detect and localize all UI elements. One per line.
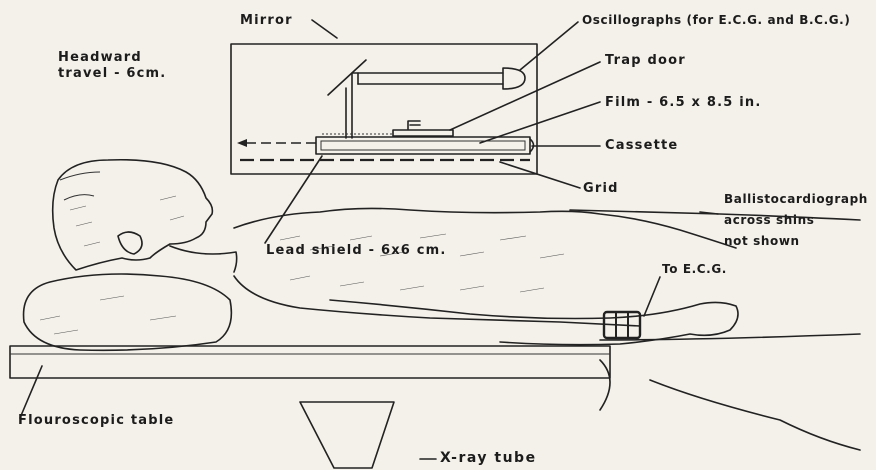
leader-lines <box>20 20 718 459</box>
trap-door-shape <box>393 130 453 136</box>
label-cassette: Cassette <box>605 138 678 153</box>
label-ballisto-line2: across shins <box>724 213 815 228</box>
label-headward-line1: Headward <box>58 50 142 65</box>
label-ballisto-line1: Ballistocardiograph <box>724 192 868 207</box>
pillow <box>24 274 232 350</box>
apparatus-box <box>231 44 537 174</box>
label-fluoroscopic-table: Flouroscopic table <box>18 413 174 428</box>
label-headward-line2: travel - 6cm. <box>58 66 166 81</box>
label-oscillographs: Oscillographs (for E.C.G. and B.C.G.) <box>582 13 850 28</box>
label-trap-door: Trap door <box>605 53 686 68</box>
label-mirror: Mirror <box>240 13 293 28</box>
patient-arm <box>330 300 738 345</box>
label-grid: Grid <box>583 181 619 196</box>
label-film: Film - 6.5 x 8.5 in. <box>605 95 761 110</box>
label-lead-shield: Lead shield - 6x6 cm. <box>266 243 447 258</box>
oscillograph-shape <box>503 68 525 89</box>
xray-tube-shape <box>300 402 394 468</box>
mirror-shape <box>328 60 366 95</box>
label-xray-tube: X-ray tube <box>440 451 537 466</box>
cassette-shape <box>316 137 530 154</box>
label-to-ecg: To E.C.G. <box>662 262 727 277</box>
label-ballisto-line3: not shown <box>724 234 800 249</box>
